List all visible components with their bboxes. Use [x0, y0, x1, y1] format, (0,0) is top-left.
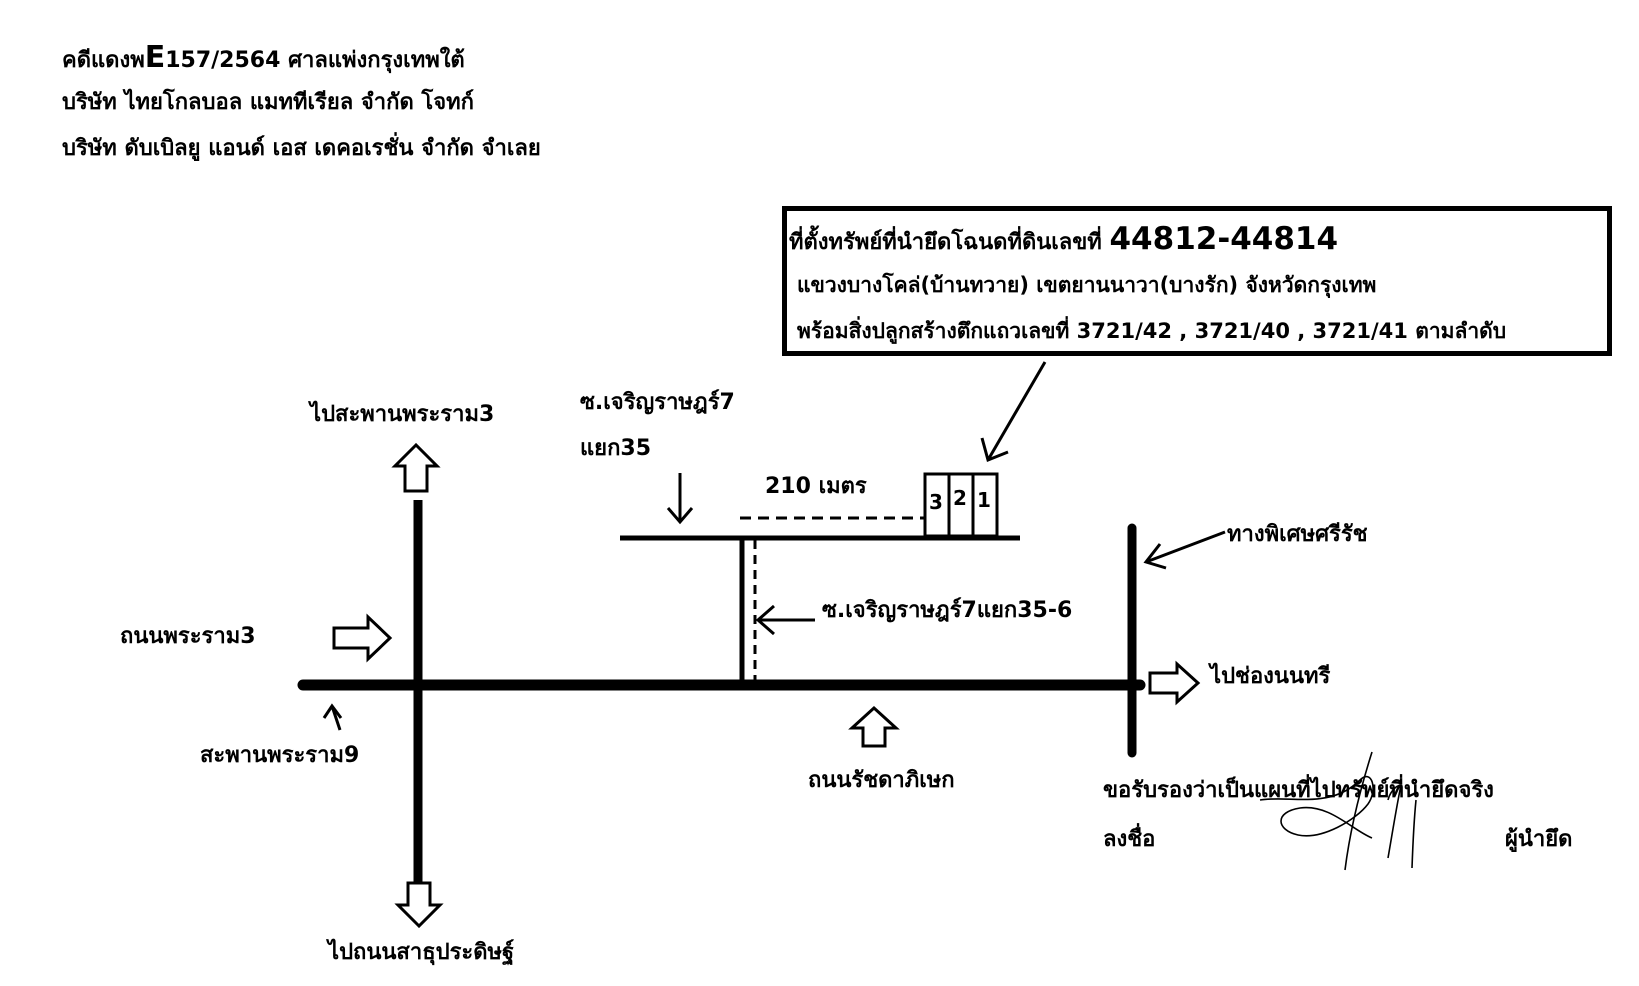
arrow-down-soi35-icon [666, 473, 694, 525]
property-buildings: พร้อมสิ่งปลูกสร้างตึกแถวเลขที่ 3721/42 ,… [797, 319, 1507, 343]
signature-scribble [1259, 751, 1417, 871]
arrow-pointer-property-icon [980, 361, 1047, 463]
signer-role: ผู้นำยึด [1505, 827, 1573, 852]
arrow-down-sathu-pradit-icon [394, 881, 444, 929]
arrow-up-rama3-bridge-icon [391, 442, 441, 493]
plaintiff-line: บริษัท ไทยโกลบอล แมททีเรียล จำกัด โจทก์ [62, 90, 474, 115]
signature-label: ลงชื่อ [1103, 827, 1156, 852]
building-number-1: 1 [977, 488, 991, 512]
label-rama3-road: ถนนพระราม3 [120, 624, 256, 649]
arrow-left-soi35-6-icon [755, 604, 815, 636]
label-rama9-bridge: สะพานพระราม9 [200, 743, 360, 768]
label-to-sathu-pradit: ไปถนนสาธุประดิษฐ์ [328, 940, 515, 965]
property-line-1: ที่ตั้งทรัพย์ที่นำยึดโฉนดที่ดินเลขที่ 44… [789, 221, 1338, 259]
label-to-rama3-bridge: ไปสะพานพระราม3 [310, 402, 495, 427]
defendant-line: บริษัท ดับเบิลยู แอนด์ เอส เดคอเรชั่น จำ… [62, 136, 541, 161]
arrow-right-chong-nonsi-icon [1148, 660, 1201, 706]
parcel-numbers: 44812-44814 [1109, 221, 1339, 257]
arrow-up-rama9-bridge-icon [322, 703, 343, 731]
case-prefix: คดีแดงพ [62, 48, 145, 73]
label-soi-35-6: ซ.เจริญราษฎร์7แยก35-6 [822, 598, 1073, 623]
case-number: คดีแดงพE157/2564 ศาลแพ่งกรุงเทพใต้ [62, 40, 465, 76]
label-soi-35-line2: แยก35 [580, 436, 652, 461]
building-block [923, 472, 999, 538]
label-soi-35-line1: ซ.เจริญราษฎร์7 [580, 390, 735, 415]
property-info-box: ที่ตั้งทรัพย์ที่นำยึดโฉนดที่ดินเลขที่ 44… [782, 206, 1612, 356]
label-expressway: ทางพิเศษศรีรัช [1227, 522, 1368, 547]
label-distance: 210 เมตร [765, 474, 867, 499]
arrow-up-ratchadaphisek-icon [848, 705, 900, 748]
label-ratchadaphisek-road: ถนนรัชดาภิเษก [808, 768, 955, 793]
building-number-3: 3 [929, 490, 943, 514]
property-location: แขวงบางโคล่(บ้านทวาย) เขตยานนาวา(บางรัก)… [797, 273, 1377, 297]
case-letter: E [144, 40, 166, 75]
property-title: ที่ตั้งทรัพย์ที่นำยึดโฉนดที่ดินเลขที่ [789, 230, 1102, 255]
case-rest: 157/2564 ศาลแพ่งกรุงเทพใต้ [165, 48, 465, 73]
label-to-chong-nonsi: ไปช่องนนทรี [1210, 664, 1331, 689]
certification-statement: ขอรับรองว่าเป็นแผนที่ไปทรัพย์ที่นำยึดจริ… [1103, 778, 1494, 803]
building-number-2: 2 [953, 486, 967, 510]
arrow-pointer-expressway-icon [1143, 530, 1226, 570]
arrow-right-rama3-road-icon [332, 613, 393, 663]
